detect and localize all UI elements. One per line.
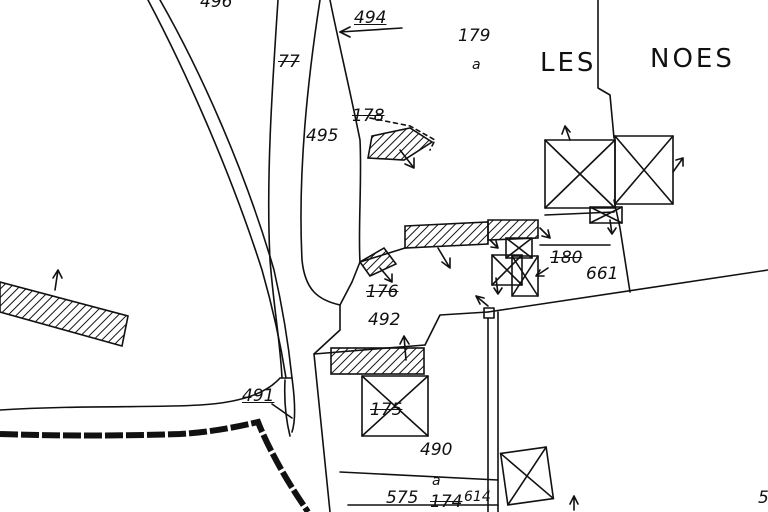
parcel-label-494: 494 [354, 8, 387, 28]
parcel-label-614: 614 [464, 489, 491, 505]
parcel-label-496: 496 [200, 0, 233, 12]
parcel-label-5: 5 [758, 488, 768, 508]
parcel-sublabel-575a: a [432, 473, 441, 489]
road-edge-line [147, 0, 287, 379]
parcel-label-174: 174 [430, 492, 463, 512]
parcel-label-77: 77 [278, 52, 300, 72]
road-edge-line [159, 0, 293, 379]
parcel-label-490: 490 [420, 440, 453, 460]
parcel-label-178: 178 [352, 106, 385, 126]
parcel-label-492: 492 [368, 310, 401, 330]
parcel-label-491: 491 [242, 386, 275, 406]
parcel-label-175: 175 [370, 400, 403, 420]
place-name-les: LES [540, 48, 597, 78]
parcel-label-176: 176 [366, 282, 399, 302]
parcel-label-180: 180 [550, 248, 583, 268]
place-name-noes: NOES [650, 44, 735, 74]
parcel-label-575: 575 [386, 488, 419, 508]
hatched-building [0, 281, 129, 348]
parcel-label-495: 495 [306, 126, 339, 146]
parcel-sublabel-179a: a [472, 57, 481, 73]
parcel-label-661: 661 [586, 264, 619, 284]
parcel-label-179: 179 [458, 26, 491, 46]
